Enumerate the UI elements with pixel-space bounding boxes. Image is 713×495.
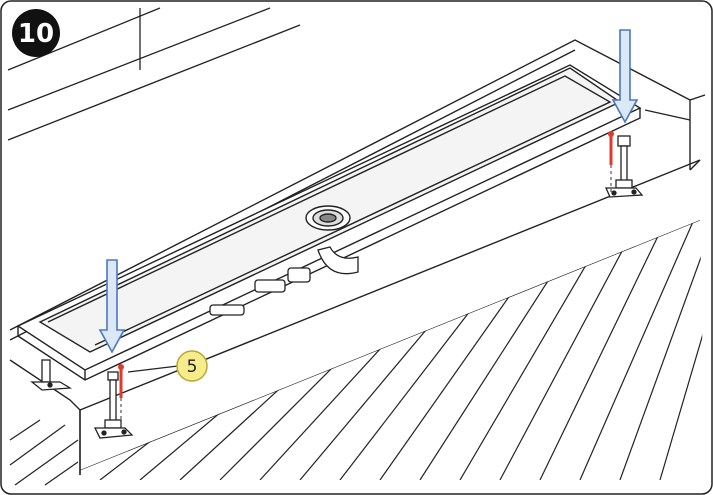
down-arrow-icon <box>611 29 639 124</box>
drain-trap <box>209 246 359 316</box>
drain-outlet <box>305 205 351 231</box>
step-badge <box>12 9 60 57</box>
rear-support-foot <box>604 135 644 198</box>
callout-leader <box>127 365 179 373</box>
down-arrow-icon <box>98 259 126 354</box>
wall-tiles <box>7 7 301 141</box>
callout-bubble <box>176 350 208 382</box>
screw-icon <box>118 131 614 426</box>
callout-label: 5 <box>187 357 198 377</box>
left-floor-hatching <box>9 419 79 486</box>
left-support-foot <box>30 359 73 391</box>
front-support-foot <box>93 371 134 439</box>
step-number: 10 <box>18 19 54 49</box>
